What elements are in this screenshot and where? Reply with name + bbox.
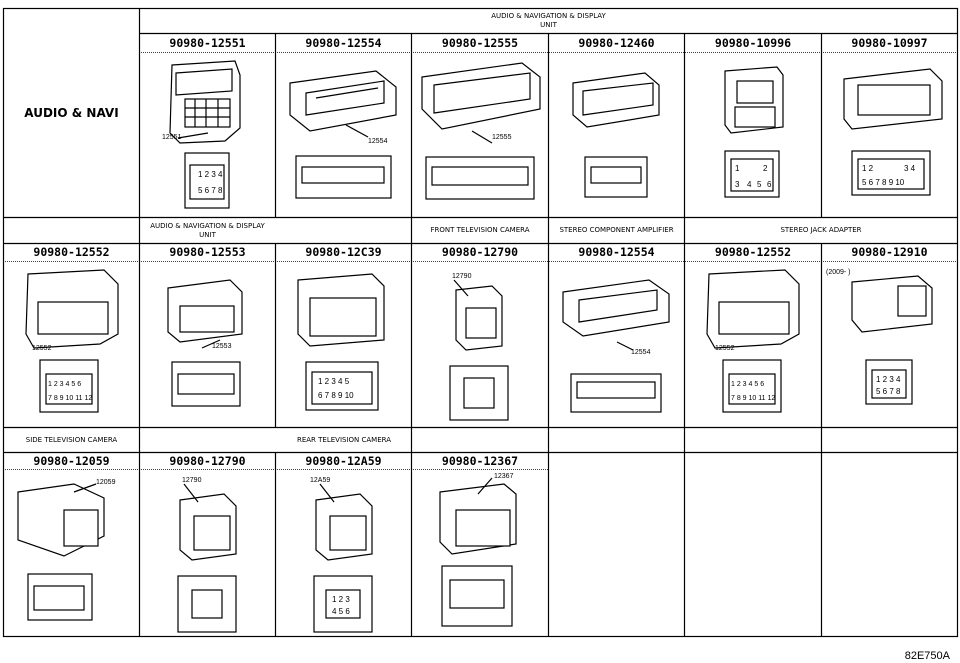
svg-text:1 2 3 4 5: 1 2 3 4 5 [318, 377, 350, 386]
connector-drawing: 1 2 3 4 5 6 7 8 9 10 [843, 68, 943, 196]
connector-drawing: 12555 [421, 62, 541, 200]
part-number: 90980-10996 [714, 36, 792, 50]
svg-text:3: 3 [735, 180, 740, 189]
svg-text:6 7 8 9 10: 6 7 8 9 10 [318, 391, 354, 400]
connector-drawing: 12554 [562, 279, 670, 413]
svg-text:4: 4 [747, 180, 752, 189]
connector-drawing [572, 72, 660, 198]
connector-code-label: 12790 [182, 477, 202, 484]
main-section-label: AUDIO & NAVI [24, 106, 119, 120]
part-number: 90980-12554 [305, 36, 382, 50]
part-number: 90980-12460 [578, 36, 655, 50]
part-number: 90980-12A59 [305, 454, 382, 468]
connector-drawing: 12553 [167, 279, 243, 407]
svg-text:1: 1 [735, 164, 740, 173]
connector-code-label: 12554 [368, 138, 388, 145]
svg-text:1 2 3 4 5 6: 1 2 3 4 5 6 [731, 381, 764, 388]
connector-code-label: 12790 [452, 273, 472, 280]
svg-text:1 2 3: 1 2 3 [332, 595, 350, 604]
connector-drawing: 1 2 3 4 5 6 7 8 9 10 [297, 273, 385, 411]
part-number: 90980-12790 [441, 245, 519, 259]
figure-code: 82E750A [904, 650, 950, 662]
svg-text:7 8 9 10 11 12: 7 8 9 10 11 12 [731, 395, 775, 402]
connector-code-label: 12552 [715, 345, 735, 352]
connector-code-label: 12551 [162, 134, 182, 141]
connector-drawing: 12367 [439, 473, 517, 627]
part-number: 90980-12790 [169, 454, 246, 468]
part-number: 90980-12367 [441, 454, 519, 468]
part-number: 90980-12551 [169, 36, 246, 50]
connector-drawing: 12A59 1 2 3 4 5 6 [310, 477, 373, 633]
part-number: 90980-12555 [441, 36, 519, 50]
svg-text:1 2 3 4: 1 2 3 4 [198, 170, 223, 179]
connector-drawing: 12552 1 2 3 4 5 6 7 8 9 10 11 12 [25, 269, 119, 413]
svg-text:1 2 3 4: 1 2 3 4 [876, 375, 901, 384]
header-stereo-jack-adapter: STEREO JACK ADAPTER [780, 226, 862, 234]
connector-code-label: 12553 [212, 343, 232, 350]
svg-text:1 2: 1 2 [862, 164, 874, 173]
header-audio-nav-display-unit-2: AUDIO & NAVIGATION & DISPLAY UNIT [150, 221, 265, 239]
header-side-television-camera: SIDE TELEVISION CAMERA [25, 435, 118, 444]
header-rear-television-camera: REAR TELEVISION CAMERA [296, 435, 392, 444]
part-number: 90980-10997 [851, 36, 928, 50]
connector-drawing: 12551 1 2 3 4 5 6 7 8 [162, 60, 241, 209]
part-number: 90980-12553 [169, 245, 246, 259]
connector-code-label: 12367 [494, 473, 514, 480]
year-note: (2009- ) [826, 269, 851, 276]
connector-code-label: 12555 [492, 134, 512, 141]
svg-text:5 6 7 8 9 10: 5 6 7 8 9 10 [862, 178, 905, 187]
connector-drawing: 12552 1 2 3 4 5 6 7 8 9 10 11 12 [706, 269, 800, 413]
header-audio-nav-display-unit: AUDIO & NAVIGATION & DISPLAY UNIT [491, 12, 606, 29]
svg-text:5: 5 [757, 180, 762, 189]
part-number: 90980-12552 [714, 245, 792, 259]
svg-text:5 6 7 8: 5 6 7 8 [198, 186, 223, 195]
svg-text:4 5 6: 4 5 6 [332, 607, 350, 616]
svg-text:5 6 7 8: 5 6 7 8 [876, 387, 901, 396]
connector-code-label: 12059 [96, 479, 116, 486]
connector-code-label: 12A59 [310, 477, 330, 484]
part-number: 90980-12059 [33, 454, 110, 468]
svg-text:1 2 3 4 5 6: 1 2 3 4 5 6 [48, 381, 81, 388]
connector-drawing: (2009- ) 1 2 3 4 5 6 7 8 [826, 269, 933, 405]
svg-text:2: 2 [763, 164, 768, 173]
part-number: 90980-12554 [578, 245, 655, 259]
part-number: 90980-12C39 [305, 245, 382, 259]
header-front-television-camera: FRONT TELEVISION CAMERA [430, 226, 530, 234]
svg-text:7 8 9 10 11 12: 7 8 9 10 11 12 [48, 395, 92, 402]
part-number: 90980-12552 [33, 245, 110, 259]
connector-drawing: 12059 [17, 479, 116, 621]
part-number: 90980-12910 [851, 245, 928, 259]
svg-text:6: 6 [767, 180, 772, 189]
connector-drawing: 12790 [449, 273, 509, 421]
svg-text:3 4: 3 4 [904, 164, 916, 173]
connector-code-label: 12554 [631, 349, 651, 356]
connector-code-label: 12552 [32, 345, 52, 352]
connector-drawing: 12554 [289, 70, 397, 199]
header-stereo-component-amplifier: STEREO COMPONENT AMPLIFIER [559, 226, 674, 234]
connector-drawing: 12790 [177, 477, 237, 633]
